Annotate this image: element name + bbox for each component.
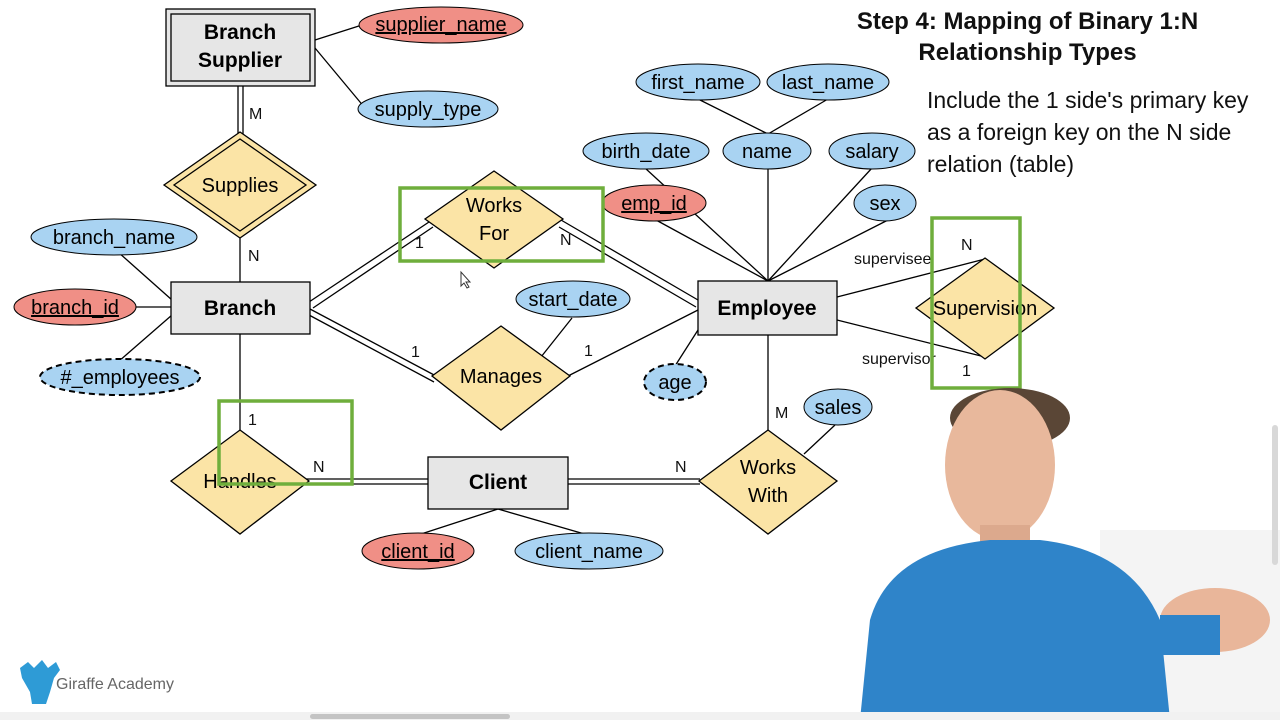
relationship-works-for: Works For — [423, 170, 565, 269]
entity-branch-label: Branch — [204, 297, 276, 320]
attribute-start-date-label: start_date — [529, 289, 618, 311]
entity-branch-supplier: Branch Supplier — [165, 8, 316, 87]
slide-title: Step 4: Mapping of Binary 1:N Relationsh… — [856, 8, 1199, 66]
cardinality-manages-employee-1: 1 — [584, 343, 593, 360]
attribute-num-employees: #_employees — [39, 358, 201, 396]
relationship-works-for-label-1: Works — [466, 195, 522, 217]
cardinality-handles-1: 1 — [248, 412, 257, 429]
entity-branch-supplier-label-1: Branch — [204, 21, 276, 44]
role-supervisee: supervisee — [854, 251, 931, 268]
brand-name: Giraffe Academy — [56, 676, 174, 693]
attribute-salary: salary — [828, 132, 916, 170]
relationship-works-with-label-1: Works — [740, 457, 796, 479]
attribute-client-name-label: client_name — [535, 541, 643, 563]
attribute-branch-name: branch_name — [30, 218, 198, 256]
attribute-name-label: name — [742, 141, 792, 163]
entity-branch: Branch — [170, 281, 311, 335]
attribute-client-id: client_id — [361, 532, 475, 570]
attribute-last-name: last_name — [766, 63, 890, 101]
relationship-handles: Handles — [169, 429, 311, 535]
attribute-supply-type: supply_type — [357, 90, 499, 128]
vertical-scrollbar[interactable] — [1272, 425, 1278, 565]
attribute-name: name — [722, 132, 812, 170]
cardinality-supplies-m: M — [249, 106, 262, 123]
relationship-manages: Manages — [430, 325, 572, 431]
attribute-birth-date-label: birth_date — [602, 141, 691, 163]
role-supervisor: supervisor — [862, 351, 936, 368]
giraffe-logo-icon — [20, 660, 60, 704]
entity-employee: Employee — [697, 280, 838, 336]
attribute-sex-label: sex — [869, 193, 900, 215]
relationship-supervision: Supervision — [914, 257, 1056, 360]
attribute-supply-type-label: supply_type — [375, 99, 482, 121]
attribute-start-date: start_date — [515, 280, 631, 318]
cardinality-handles-n: N — [313, 459, 325, 476]
relationship-works-for-label-2: For — [479, 223, 509, 245]
cardinality-supervision-1: 1 — [962, 363, 971, 380]
attribute-branch-name-label: branch_name — [53, 227, 175, 249]
relationship-supervision-label: Supervision — [933, 298, 1038, 320]
attribute-emp-id-label: emp_id — [621, 193, 687, 215]
attribute-first-name-label: first_name — [651, 72, 744, 94]
attribute-sales: sales — [803, 388, 873, 426]
cardinality-works-for-n: N — [560, 232, 572, 249]
horizontal-scrollbar-thumb[interactable] — [310, 714, 510, 719]
entity-branch-supplier-label-2: Supplier — [198, 49, 282, 72]
connector-lines — [117, 24, 986, 536]
attribute-birth-date: birth_date — [582, 132, 710, 170]
attributes: supplier_name supply_type branch_name br… — [13, 6, 917, 570]
highlight-handles — [217, 399, 354, 486]
relationship-supplies: Supplies — [162, 131, 318, 239]
attribute-branch-id-label: branch_id — [31, 297, 119, 319]
relationship-works-with-label-2: With — [748, 485, 788, 507]
presenter-image — [860, 388, 1280, 720]
relationship-manages-label: Manages — [460, 366, 542, 388]
attribute-sales-label: sales — [815, 397, 862, 419]
attribute-client-id-label: client_id — [381, 541, 454, 563]
attribute-num-employees-label: #_employees — [61, 367, 180, 389]
attribute-salary-label: salary — [845, 141, 898, 163]
cardinality-works-with-m: M — [775, 405, 788, 422]
attribute-age-label: age — [658, 372, 691, 394]
slide-note: Include the 1 side's primary key as a fo… — [927, 87, 1249, 177]
highlight-supervision — [930, 216, 1022, 390]
cardinality-supplies-n: N — [248, 248, 260, 265]
attribute-client-name: client_name — [514, 532, 664, 570]
attribute-last-name-label: last_name — [782, 72, 874, 94]
attribute-first-name: first_name — [635, 63, 761, 101]
relationship-handles-label: Handles — [203, 471, 276, 493]
attribute-supplier-name: supplier_name — [358, 6, 524, 44]
relationship-supplies-label: Supplies — [202, 175, 279, 197]
highlight-works-for — [398, 186, 605, 263]
highlight-boxes — [217, 186, 1022, 486]
mouse-cursor-icon — [460, 270, 472, 289]
attribute-age: age — [643, 363, 707, 401]
entity-employee-label: Employee — [717, 297, 816, 320]
cardinality-manages-branch-1: 1 — [411, 344, 420, 361]
attribute-sex: sex — [853, 184, 917, 222]
cardinality-labels: M N 1 N 1 1 1 N M N N 1 supervisee super… — [248, 106, 973, 476]
attribute-emp-id: emp_id — [601, 184, 707, 222]
cardinality-supervision-n: N — [961, 237, 973, 254]
horizontal-scrollbar-track[interactable] — [0, 712, 1280, 720]
attribute-branch-id: branch_id — [13, 288, 137, 326]
entity-client-label: Client — [469, 471, 527, 494]
attribute-supplier-name-label: supplier_name — [375, 14, 506, 36]
entity-client: Client — [427, 456, 569, 510]
relationship-works-with: Works With — [697, 429, 839, 535]
cardinality-works-for-1: 1 — [415, 235, 424, 252]
cardinality-works-with-n: N — [675, 459, 687, 476]
